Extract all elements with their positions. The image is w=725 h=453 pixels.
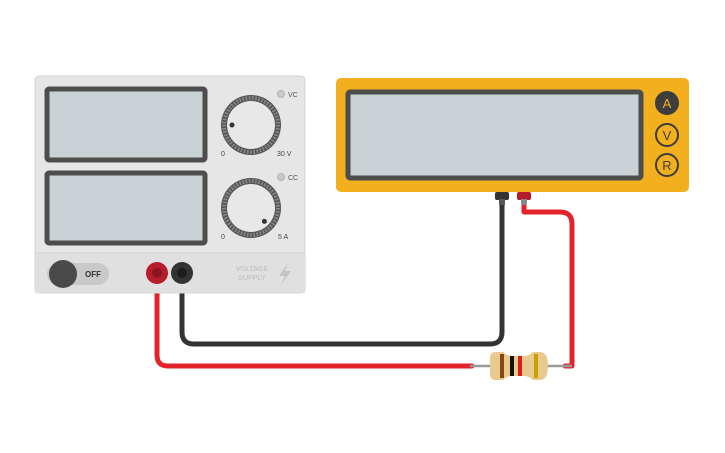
mode-voltmeter-label: V (663, 128, 672, 143)
voltage-display (44, 86, 208, 163)
cc-indicator-label: CC (288, 175, 298, 182)
resistor-band-3 (518, 356, 522, 376)
current-min-label: 0 (221, 234, 225, 241)
red-wire-supply-to-resistor[interactable] (154, 271, 475, 369)
current-knob-pointer (261, 218, 267, 224)
resistor-band-2 (510, 356, 514, 376)
multimeter-positive-probe[interactable] (517, 192, 531, 205)
resistor[interactable] (470, 352, 572, 380)
multimeter-display (345, 89, 644, 181)
negative-terminal[interactable] (171, 262, 193, 284)
multimeter: A V R (336, 78, 689, 205)
power-supply: VC CC 0 30 V 0 5 A OFF (34, 75, 306, 294)
mode-button-ohmmeter[interactable]: R (655, 153, 679, 177)
lightning-icon (279, 263, 291, 285)
power-switch[interactable]: OFF (47, 260, 109, 288)
voltage-max-label: 30 V (277, 151, 292, 158)
red-wire-multimeter-to-resistor[interactable] (521, 203, 575, 369)
current-max-label: 5 A (278, 234, 288, 241)
mode-button-ammeter[interactable]: A (655, 91, 679, 115)
multimeter-negative-probe[interactable] (495, 192, 509, 205)
voltage-min-label: 0 (221, 151, 225, 158)
resistor-band-4 (534, 354, 538, 378)
current-display (44, 170, 208, 246)
voltage-knob-pointer (229, 122, 235, 128)
brand-line-2: SUPPLY (238, 275, 265, 282)
positive-terminal[interactable] (146, 262, 168, 284)
wires (154, 201, 575, 369)
black-wire-supply-to-multimeter[interactable] (179, 201, 505, 347)
mode-button-voltmeter[interactable]: V (655, 123, 679, 147)
power-switch-label: OFF (85, 270, 101, 279)
vc-indicator-light (277, 90, 285, 98)
cc-indicator-light (277, 173, 285, 181)
vc-indicator-label: VC (288, 92, 298, 99)
current-knob[interactable] (221, 178, 281, 238)
resistor-band-1 (500, 354, 504, 378)
brand-line-1: VOLTAGE (236, 266, 268, 273)
voltage-knob[interactable] (221, 95, 281, 155)
mode-ammeter-label: A (663, 96, 672, 111)
mode-ohmmeter-label: R (662, 158, 671, 173)
